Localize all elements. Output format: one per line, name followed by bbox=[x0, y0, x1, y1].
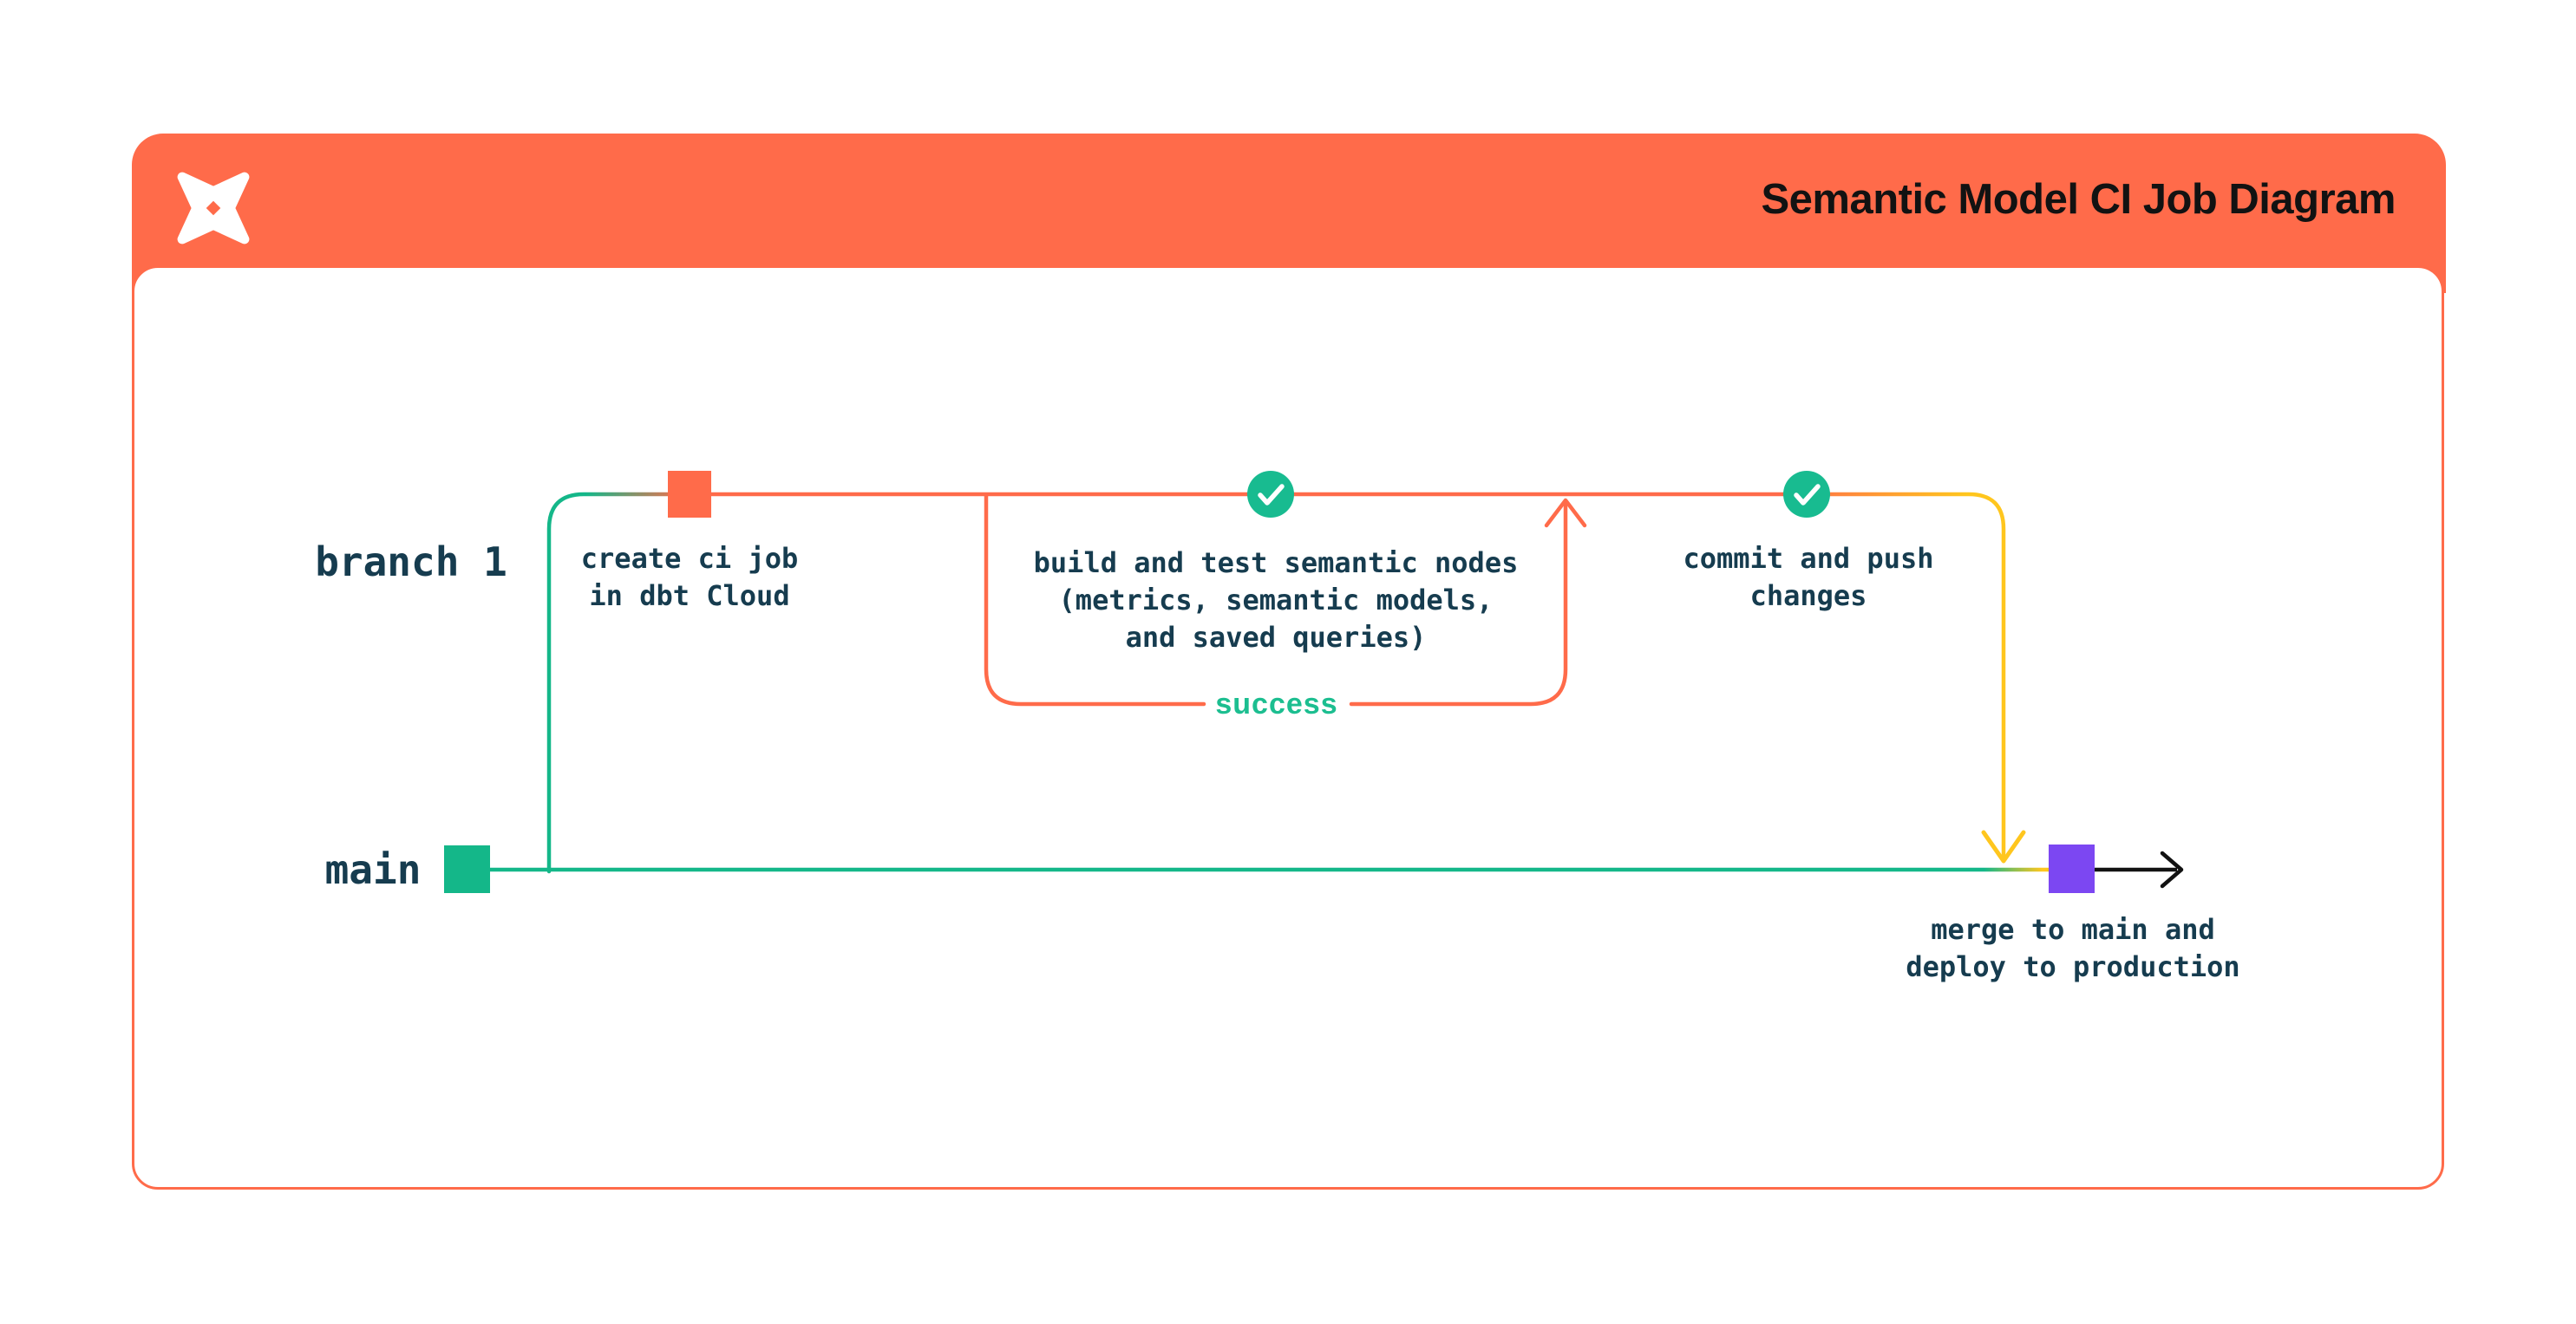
success-loop-arrowhead-icon bbox=[1544, 498, 1587, 528]
label-line: and saved queries) bbox=[1125, 621, 1427, 654]
merge-commit-square bbox=[2049, 845, 2095, 893]
label-line: create ci job bbox=[580, 542, 799, 575]
label-line: (metrics, semantic models, bbox=[1058, 584, 1494, 616]
main-label: main bbox=[324, 846, 422, 893]
label-line: build and test semantic nodes bbox=[1033, 546, 1519, 579]
build-test-label: build and test semantic nodes (metrics, … bbox=[1034, 545, 1519, 656]
success-loop-right bbox=[1349, 502, 1568, 707]
label-line: merge to main and bbox=[1931, 913, 2215, 946]
create-ci-commit-square bbox=[668, 471, 711, 518]
merge-deploy-label: merge to main and deploy to production bbox=[1906, 911, 2239, 986]
success-label: success bbox=[1215, 688, 1338, 721]
branch-1-label: branch 1 bbox=[315, 538, 507, 585]
label-line: deploy to production bbox=[1906, 950, 2240, 983]
success-loop-left bbox=[984, 493, 1206, 707]
check-circle-icon bbox=[1783, 471, 1830, 518]
label-line: changes bbox=[1749, 579, 1867, 612]
create-ci-job-label: create ci job in dbt Cloud bbox=[581, 540, 798, 615]
check-circle-icon bbox=[1247, 471, 1294, 518]
commit-push-label: commit and push changes bbox=[1684, 540, 1934, 615]
merge-arrowhead-icon bbox=[1981, 830, 2026, 864]
diagram-card bbox=[132, 265, 2444, 1190]
deploy-arrowhead-icon bbox=[2160, 851, 2184, 889]
label-line: in dbt Cloud bbox=[589, 579, 790, 612]
page-title: Semantic Model CI Job Diagram bbox=[1761, 176, 2396, 223]
label-line: commit and push bbox=[1683, 542, 1934, 575]
dbt-logo-icon bbox=[177, 172, 250, 245]
main-commit-square bbox=[444, 845, 490, 893]
